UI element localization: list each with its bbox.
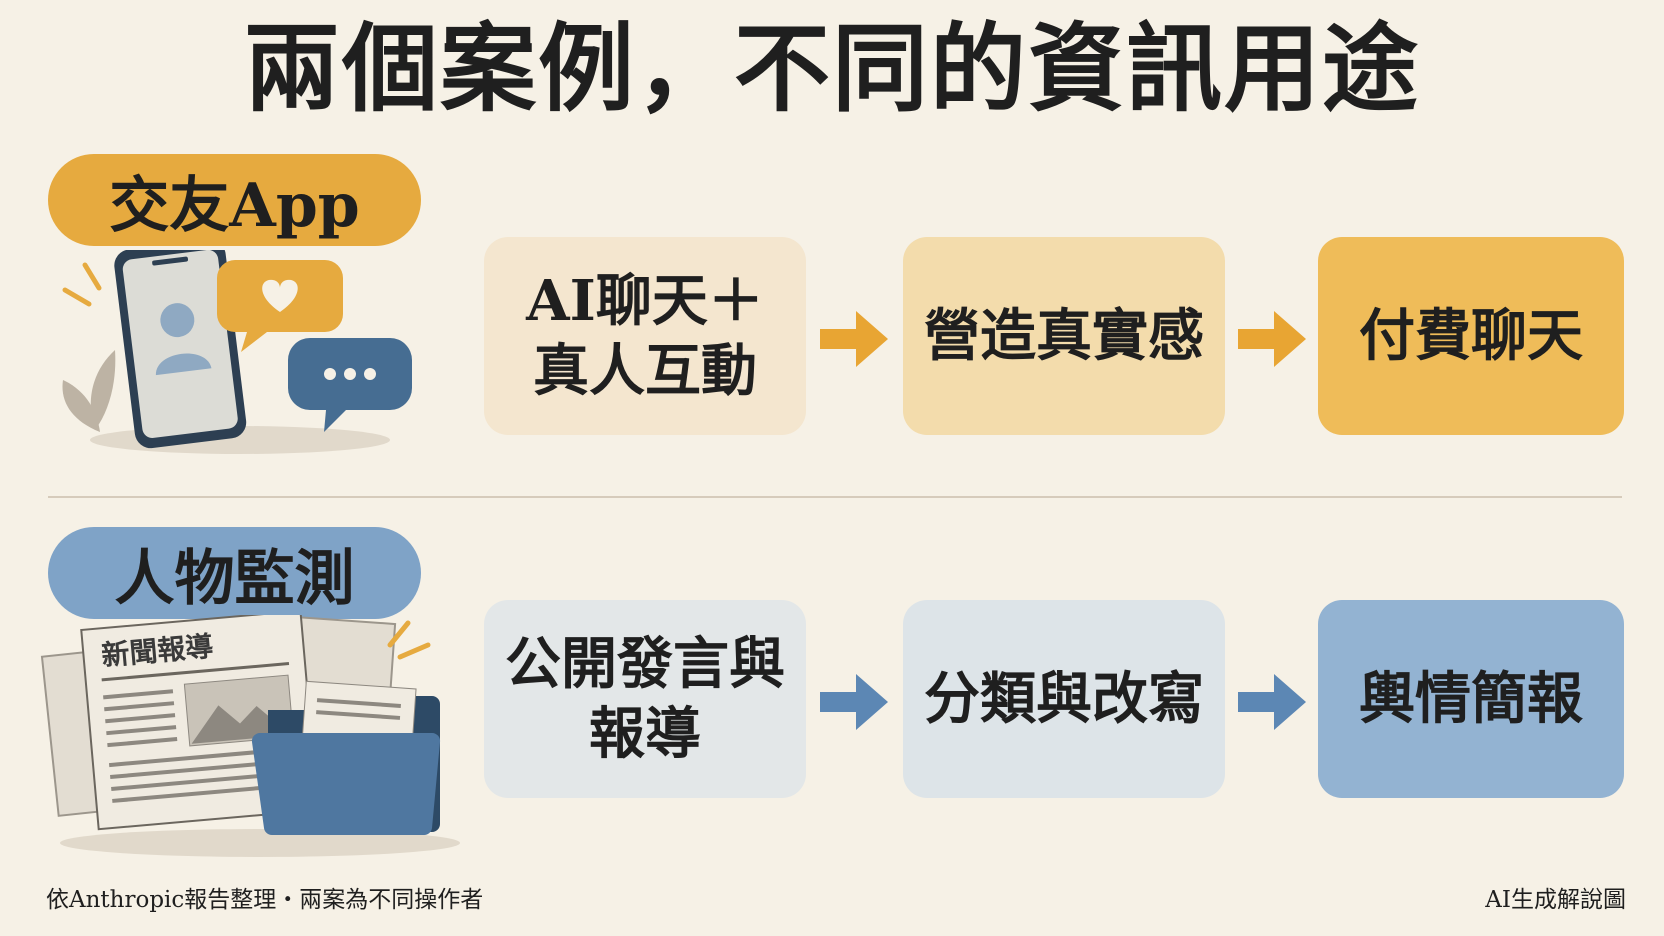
section-divider	[48, 496, 1622, 498]
heart-chat-bubble-icon	[217, 260, 343, 352]
arrow-right-icon	[1238, 311, 1306, 367]
dating-step-1: AI聊天＋ 真人互動	[484, 237, 806, 435]
monitor-step-1: 公開發言與 報導	[484, 600, 806, 798]
spark-lines-icon	[62, 262, 102, 307]
dating-step-1-text: AI聊天＋ 真人互動	[526, 268, 764, 404]
monitor-step-3-text: 輿情簡報	[1359, 666, 1583, 732]
dating-step-3-text: 付費聊天	[1359, 303, 1583, 369]
arrow-right-icon	[1238, 674, 1306, 730]
monitor-step-3: 輿情簡報	[1318, 600, 1624, 798]
dating-step-2-text: 營造真實感	[924, 303, 1204, 369]
monitor-step-2: 分類與改寫	[903, 600, 1225, 798]
newspaper-folder-illustration: 新聞報導	[40, 615, 460, 857]
dating-step-2: 營造真實感	[903, 237, 1225, 435]
typing-chat-bubble-icon	[288, 338, 412, 432]
spark-lines-icon	[387, 620, 431, 660]
arrow-right-icon	[820, 311, 888, 367]
user-avatar-icon	[155, 303, 212, 376]
dating-step-3: 付費聊天	[1318, 237, 1624, 435]
footer-source-note: 依Anthropic報告整理・兩案為不同操作者	[46, 887, 484, 913]
page-title: 兩個案例，不同的資訊用途	[244, 12, 1420, 125]
monitor-step-2-text: 分類與改寫	[924, 666, 1204, 732]
case-label-person-monitoring: 人物監測	[48, 527, 421, 619]
phone-chat-illustration	[62, 250, 412, 454]
arrow-right-icon	[820, 674, 888, 730]
folder-icon	[251, 680, 441, 836]
phone-icon	[114, 250, 247, 449]
case-label-dating-app: 交友App	[48, 154, 421, 246]
footer-ai-generated-note: AI生成解說圖	[1485, 887, 1626, 913]
monitor-step-1-text: 公開發言與 報導	[505, 631, 785, 767]
plant-icon	[62, 350, 116, 432]
